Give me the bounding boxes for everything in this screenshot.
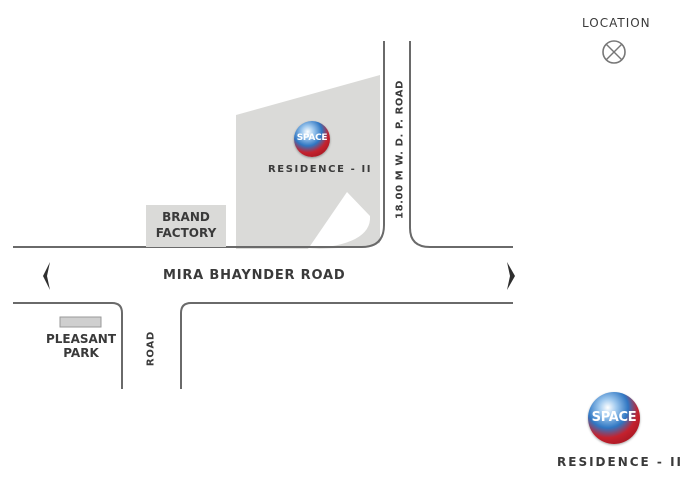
pleasant-park-label-line1: PLEASANT — [45, 332, 117, 346]
pleasant-park-box — [59, 316, 102, 328]
dp-road-east-edge — [409, 41, 513, 248]
project-logo-icon: SPACE — [294, 121, 330, 157]
main-road-label: MIRA BHAYNDER ROAD — [163, 268, 346, 283]
plot-cutout — [308, 192, 371, 249]
brand-logo-icon: SPACE — [588, 392, 640, 444]
main-road-north-edge-to-dp — [235, 41, 385, 248]
brand-factory-label-line1: BRAND — [162, 210, 210, 224]
dp-road-label: 18.00 M W. D. P. ROAD — [394, 80, 406, 219]
location-icon — [602, 40, 626, 64]
side-road-label: ROAD — [145, 330, 157, 367]
arrow-east-icon — [507, 262, 515, 290]
brand-logo-text: SPACE — [591, 410, 637, 425]
project-name: RESIDENCE - II — [268, 164, 373, 175]
main-road-south-edge-west — [13, 302, 123, 389]
project-logo-text: SPACE — [296, 133, 328, 143]
location-label: LOCATION — [582, 16, 651, 30]
brand-name: RESIDENCE - II — [557, 455, 684, 469]
main-road-south-edge-east — [180, 302, 513, 389]
brand-factory-label-line2: FACTORY — [155, 226, 217, 240]
arrow-west-icon — [43, 262, 50, 290]
brand-factory-box — [146, 205, 226, 247]
pleasant-park-label-line2: PARK — [63, 346, 99, 360]
